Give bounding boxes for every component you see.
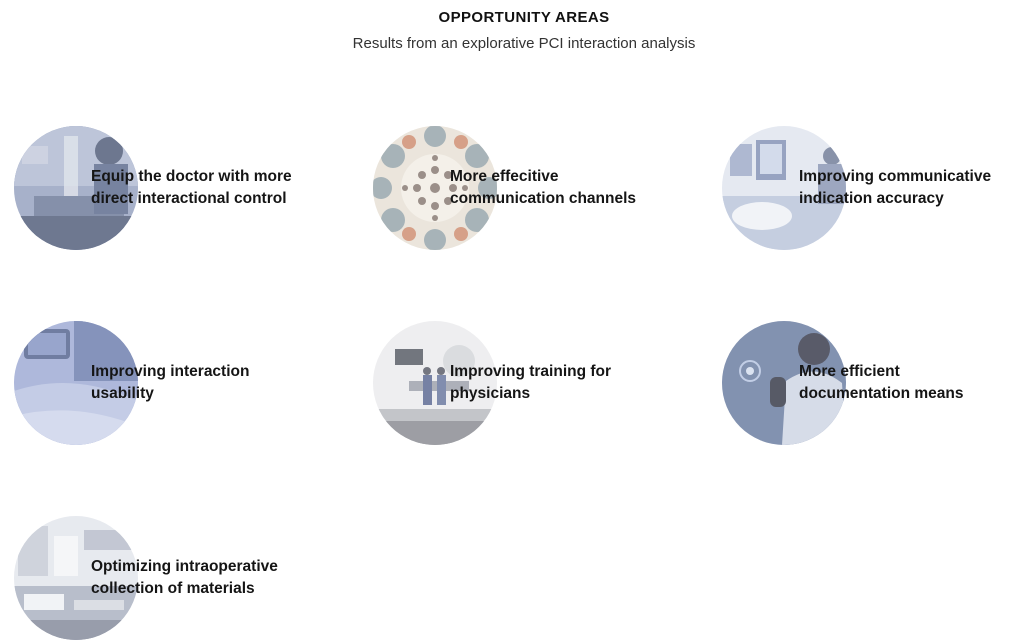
- opportunity-card-materials-collection: Optimizing intraoperative collection of …: [14, 516, 354, 640]
- simulation-room-photo: [373, 321, 497, 445]
- control-panel-photo: [14, 321, 138, 445]
- monitors-and-patient-photo: [722, 126, 846, 250]
- opportunity-card-communication-channels: More effecitive communication channels: [373, 126, 713, 250]
- opportunity-label: Improving communicative indication accur…: [799, 168, 992, 207]
- opportunity-label: Improving interaction usability: [91, 363, 250, 402]
- opportunity-label: More effecitive communication channels: [450, 168, 637, 207]
- page-subtitle: Results from an explorative PCI interact…: [352, 35, 696, 52]
- opportunity-label: More efficient documentation means: [799, 363, 964, 402]
- opportunity-card-direct-control: Equip the doctor with more direct intera…: [14, 126, 354, 250]
- opportunity-label: Equip the doctor with more direct intera…: [91, 168, 292, 207]
- opportunity-card-documentation: More efficient documentation means: [722, 321, 1032, 445]
- opportunity-label: Improving training for physicians: [450, 363, 612, 402]
- page-title: OPPORTUNITY AREAS: [438, 9, 610, 26]
- opportunity-card-training: Improving training for physicians: [373, 321, 713, 445]
- opportunity-label: Optimizing intraoperative collection of …: [91, 558, 278, 597]
- opportunity-card-indication-accuracy: Improving communicative indication accur…: [722, 126, 1032, 250]
- overhead-surgery-team-photo: [373, 126, 497, 250]
- materials-cart-photo: [14, 516, 138, 640]
- opportunity-card-interaction-usability: Improving interaction usability: [14, 321, 354, 445]
